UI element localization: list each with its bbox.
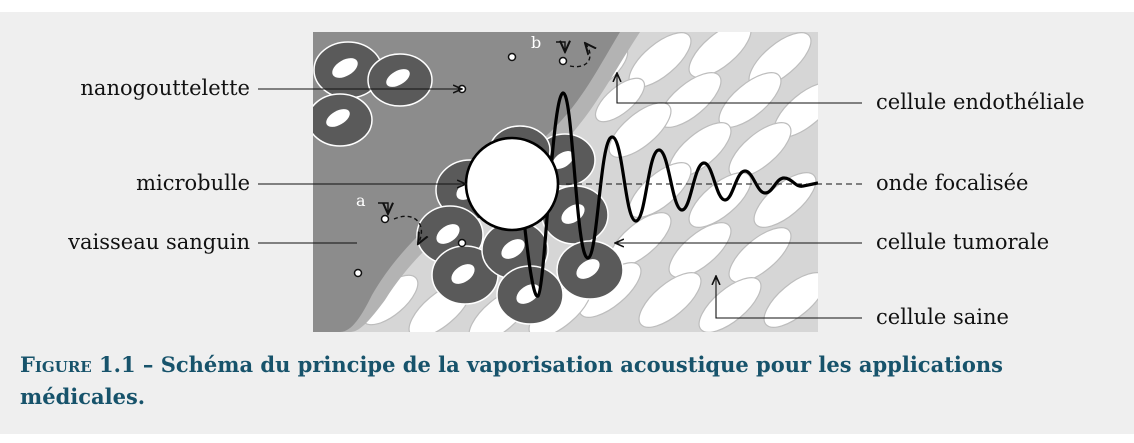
figure-caption: Figure 1.1 – Schéma du principe de la va… xyxy=(20,349,1114,413)
label-healthy-cell: cellule saine xyxy=(876,305,1009,329)
leader-lines xyxy=(258,73,862,319)
nanodroplets xyxy=(353,52,568,278)
marker-b: b xyxy=(531,33,590,68)
label-nanodroplet: nanogouttelette xyxy=(80,76,250,100)
caption-text: Schéma du principe de la vaporisation ac… xyxy=(20,352,1003,409)
label-tumor-cell: cellule tumorale xyxy=(876,230,1050,254)
caption-number: Figure 1.1 – xyxy=(20,352,154,377)
red-blood-cells xyxy=(313,41,433,147)
label-focused-wave: onde focalisée xyxy=(876,171,1029,195)
leader-endothelial xyxy=(617,73,862,104)
tissue-scene: a b xyxy=(313,32,818,332)
label-microbubble: microbulle xyxy=(136,171,250,195)
curved-arrow-icon xyxy=(569,43,590,68)
label-endothelial-cell: cellule endothéliale xyxy=(876,90,1085,114)
wave-icon xyxy=(518,91,818,298)
svg-text:a: a xyxy=(356,191,366,210)
marker-a: a xyxy=(356,191,421,244)
tumor-cells xyxy=(416,125,624,325)
curved-arrow-icon xyxy=(393,215,421,244)
label-vessel: vaisseau sanguin xyxy=(68,230,250,254)
svg-text:b: b xyxy=(531,33,541,52)
microbubble xyxy=(464,136,560,232)
leader-healthy xyxy=(716,276,862,319)
